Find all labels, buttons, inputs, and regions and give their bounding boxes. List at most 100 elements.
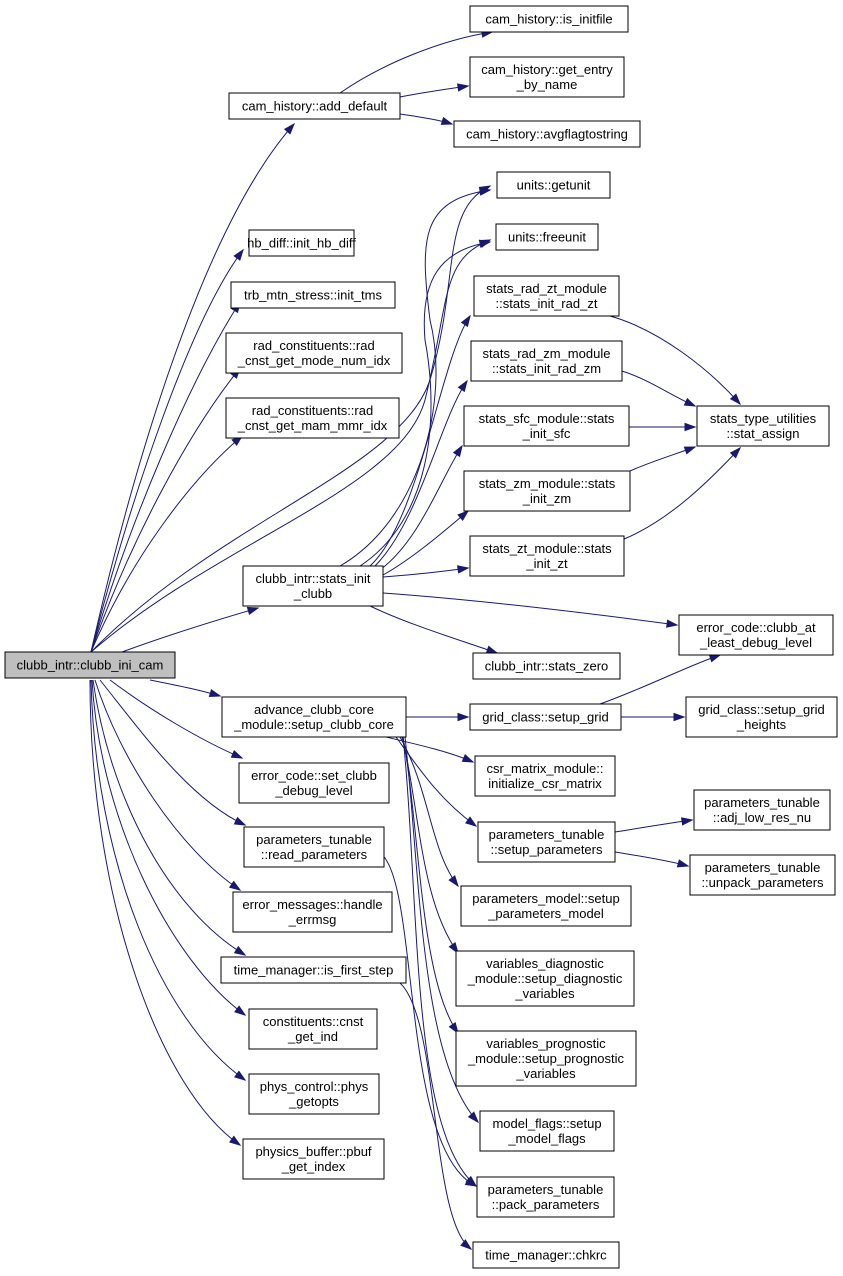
- node-box: [477, 821, 616, 863]
- node-setup-core[interactable]: advance_clubb_core_module::setup_clubb_c…: [221, 696, 407, 738]
- node-prog[interactable]: variables_prognostic_module::setup_progn…: [455, 1030, 637, 1087]
- call-edges: [89, 29, 742, 1250]
- node-add-default[interactable]: cam_history::add_default: [228, 92, 401, 120]
- node-is-initfile[interactable]: cam_history::is_initfile: [469, 5, 629, 33]
- node-rc-mam[interactable]: rad_constituents::rad_cnst_get_mam_mmr_i…: [225, 397, 400, 439]
- edge-line: [404, 736, 479, 1123]
- node-rad-zt[interactable]: stats_rad_zt_module::stats_init_rad_zt: [473, 275, 620, 317]
- node-csr[interactable]: csr_matrix_module::initialize_csr_matrix: [474, 755, 616, 797]
- node-box: [248, 1073, 380, 1115]
- node-freeunit[interactable]: units::freeunit: [495, 223, 599, 251]
- arrowhead: [234, 1005, 247, 1016]
- node-stats-zero[interactable]: clubb_intr::stats_zero: [472, 652, 621, 680]
- node-grid-heights[interactable]: grid_class::setup_grid_heights: [685, 696, 838, 738]
- arrowhead: [457, 712, 470, 722]
- node-stat-assign[interactable]: stats_type_utilities::stat_assign: [696, 405, 830, 447]
- node-first-step[interactable]: time_manager::is_first_step: [220, 956, 407, 984]
- node-box: [469, 535, 625, 577]
- node-label-line: cam_history::is_initfile: [485, 12, 612, 27]
- arrowhead: [460, 314, 471, 328]
- edge-line: [109, 679, 243, 759]
- arrowhead: [448, 875, 459, 888]
- arrowhead: [233, 248, 244, 261]
- node-label-line: ::unpack_parameters: [701, 875, 824, 890]
- node-set-debug[interactable]: error_code::set_clubb_debug_level: [238, 762, 390, 804]
- node-avgflag[interactable]: cam_history::avgflagtostring: [453, 120, 641, 148]
- edge-line: [90, 239, 491, 653]
- edge-first_step-to-chkrc: [399, 982, 473, 1250]
- edge-zm-to-stat_assign: [629, 446, 697, 472]
- node-setup-grid[interactable]: grid_class::setup_grid: [469, 703, 622, 731]
- edge-line: [382, 567, 469, 578]
- edge-line: [379, 852, 477, 1187]
- node-label-line: _getopts: [288, 1094, 339, 1109]
- node-label-line: ::stats_init_rad_zt: [496, 296, 598, 311]
- node-root[interactable]: clubb_intr::clubb_ini_cam: [4, 651, 176, 679]
- arrowhead: [460, 1239, 473, 1250]
- node-read-params[interactable]: parameters_tunable::read_parameters: [243, 826, 385, 868]
- node-label-line: stats_rad_zt_module: [486, 281, 607, 296]
- arrowhead: [228, 880, 242, 891]
- edge-line: [92, 679, 246, 956]
- node-setup-params[interactable]: parameters_tunable::setup_parameters: [477, 821, 616, 863]
- arrowhead: [485, 645, 499, 654]
- arrowhead: [208, 688, 222, 698]
- node-label-line: variables_diagnostic: [486, 956, 604, 971]
- arrowhead: [461, 754, 475, 763]
- node-sfc[interactable]: stats_sfc_module::stats_init_sfc: [463, 405, 630, 447]
- edge-line: [90, 123, 295, 653]
- node-diag[interactable]: variables_diagnostic_module::setup_diagn…: [455, 950, 635, 1007]
- node-get-entry[interactable]: cam_history::get_entry_by_name: [469, 56, 625, 98]
- node-label-line: initialize_csr_matrix: [488, 776, 602, 791]
- arrowhead: [233, 816, 247, 826]
- node-box: [455, 1030, 637, 1087]
- node-rc-mode[interactable]: rad_constituents::rad_cnst_get_mode_num_…: [225, 332, 403, 374]
- node-label-line: _debug_level: [274, 783, 352, 798]
- node-hb-diff[interactable]: hb_diff::init_hb_diff: [247, 229, 356, 257]
- node-label-line: parameters_tunable: [704, 795, 820, 810]
- node-errmsg[interactable]: error_messages::handle_errmsg: [232, 891, 393, 933]
- node-unpack[interactable]: parameters_tunable::unpack_parameters: [689, 854, 836, 896]
- node-label-line: _parameters_model: [487, 906, 604, 921]
- edge-root-to-read_params: [99, 679, 247, 826]
- edge-stats_init-to-sfc: [379, 444, 463, 571]
- arrowhead: [681, 817, 694, 826]
- node-params-model[interactable]: parameters_model::setup_parameters_model: [460, 885, 632, 927]
- node-flags[interactable]: model_flags::setup_model_flags: [479, 1110, 615, 1152]
- edge-setup_core-to-diag: [401, 736, 459, 955]
- node-getunit[interactable]: units::getunit: [496, 171, 611, 199]
- node-pack[interactable]: parameters_tunable::pack_parameters: [476, 1176, 615, 1218]
- edge-line: [90, 185, 491, 653]
- edge-root-to-phys: [90, 679, 247, 1081]
- edge-read_params-to-pack: [379, 852, 478, 1187]
- node-rad-zm[interactable]: stats_rad_zm_module::stats_init_rad_zm: [470, 340, 623, 382]
- node-box: [496, 171, 611, 199]
- node-trb[interactable]: trb_mtn_stress::init_tms: [230, 281, 396, 309]
- node-chkrc[interactable]: time_manager::chkrc: [472, 1241, 620, 1269]
- node-label-line: ::pack_parameters: [492, 1197, 600, 1212]
- node-debug-level[interactable]: error_code::clubb_at_least_debug_level: [678, 614, 834, 656]
- node-adj-low[interactable]: parameters_tunable::adj_low_res_nu: [693, 789, 831, 831]
- arrowhead: [457, 565, 470, 574]
- edge-line: [401, 736, 459, 954]
- node-label-line: grid_class::setup_grid: [482, 710, 608, 725]
- node-box: [495, 223, 599, 251]
- node-zm[interactable]: stats_zm_module::stats_init_zm: [463, 470, 631, 512]
- node-label-line: _module::setup_clubb_core: [233, 717, 394, 732]
- call-nodes: clubb_intr::clubb_ini_cam cam_history::ad…: [4, 5, 838, 1269]
- node-zt[interactable]: stats_zt_module::stats_init_zt: [469, 535, 625, 577]
- node-stats-init[interactable]: clubb_intr::stats_init_clubb: [242, 565, 384, 607]
- node-pbuf[interactable]: physics_buffer::pbuf_get_index: [242, 1138, 385, 1180]
- node-box: [460, 885, 632, 927]
- node-label-line: hb_diff::init_hb_diff: [247, 236, 356, 251]
- edge-stats_init-to-getunit: [339, 187, 492, 567]
- node-label-line: _model_flags: [507, 1131, 586, 1146]
- edge-root-to-errmsg: [94, 679, 242, 891]
- edge-line: [621, 370, 696, 407]
- edge-line: [339, 189, 491, 567]
- node-phys[interactable]: phys_control::phys_getopts: [248, 1073, 380, 1115]
- node-box: [230, 281, 396, 309]
- node-label-line: _least_debug_level: [699, 635, 812, 650]
- arrowhead: [684, 422, 697, 432]
- node-cnst[interactable]: constituents::cnst_get_ind: [248, 1008, 378, 1050]
